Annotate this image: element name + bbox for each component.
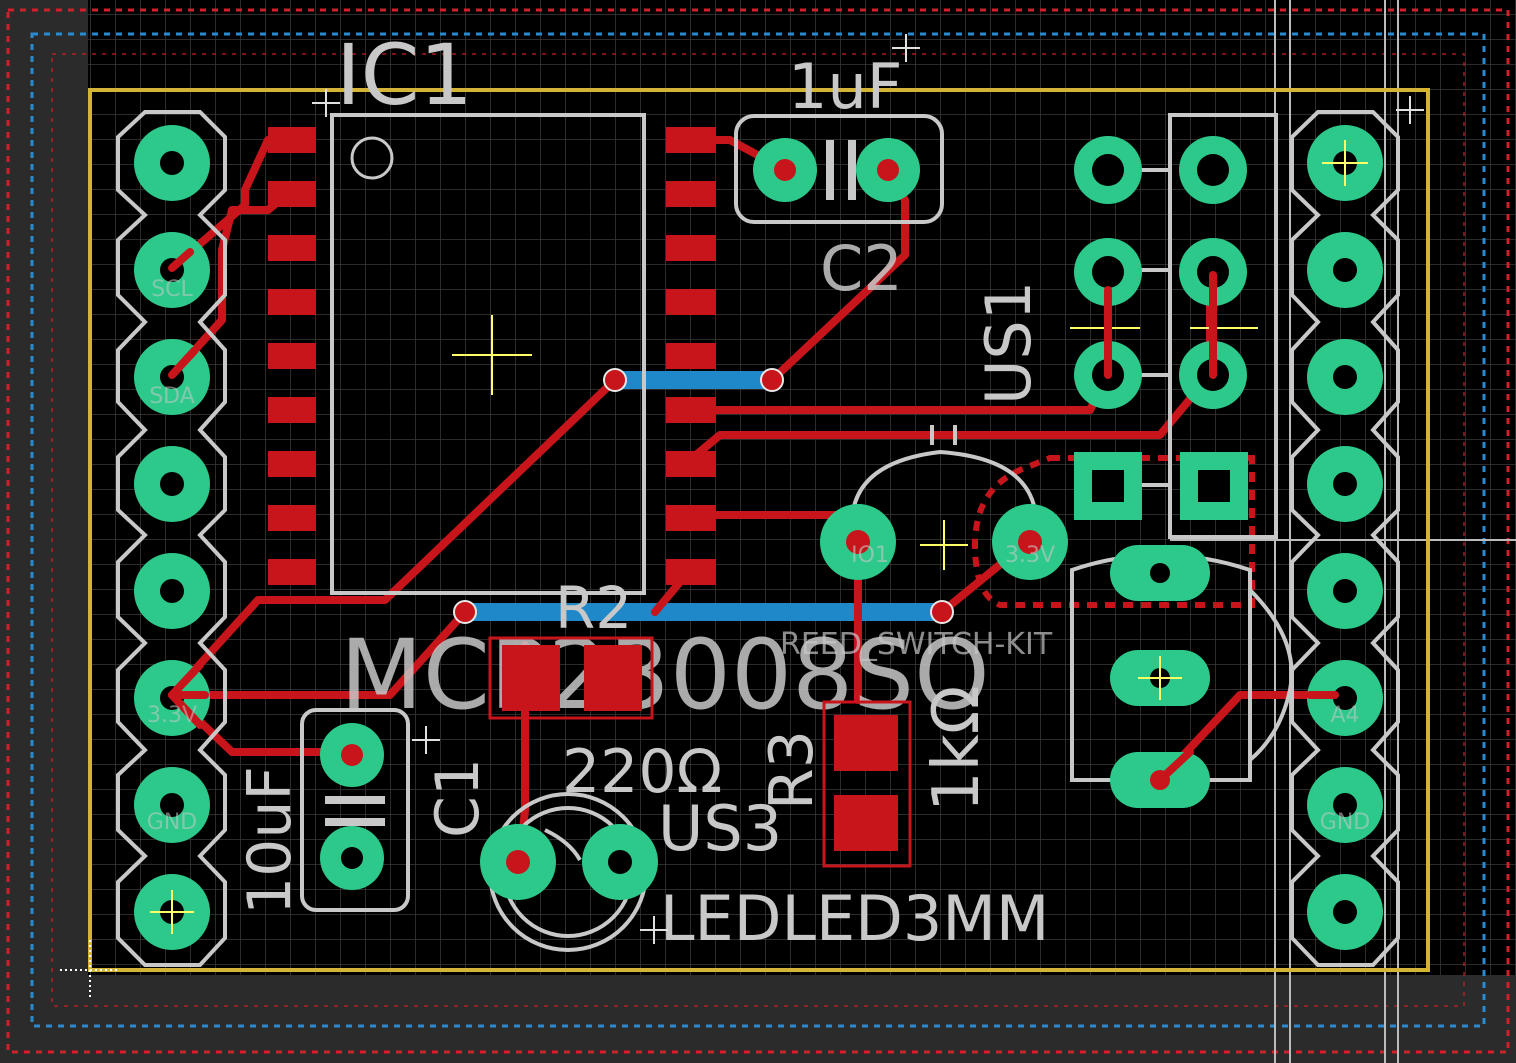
reed-origin-cross (920, 520, 968, 570)
c2-value-label: 1uF (788, 50, 902, 123)
right-header-outline (1290, 110, 1400, 967)
c2-name-label: C2 (820, 232, 903, 305)
ic1-value-label: MCP23008SO (340, 619, 990, 731)
c1-value-label: 10uF (235, 766, 305, 915)
keepout-red-inner (51, 53, 1465, 1007)
left-header-outline (116, 110, 227, 967)
header-pad[interactable] (134, 446, 210, 522)
header-pad[interactable] (1307, 767, 1383, 843)
bottom-traces[interactable] (465, 371, 942, 621)
keepout-red-outer (6, 8, 1510, 1054)
ic1-pads-right[interactable] (666, 127, 716, 585)
pad-label: 3.3V (147, 703, 197, 728)
pad-label-33v: 3.3V (1005, 543, 1055, 568)
us3-name-label: US3 (658, 792, 782, 865)
header-pad[interactable] (134, 767, 210, 843)
c2-pads[interactable] (753, 138, 920, 202)
header-pad[interactable] (134, 125, 210, 201)
r3-name-label: R3 (757, 730, 827, 810)
left-header-pad-labels: SCL SDA 3.3V GND (147, 277, 197, 835)
top-traces-overlay (168, 248, 1339, 784)
board-outline[interactable] (88, 88, 1430, 972)
header-pad[interactable] (134, 553, 210, 629)
header-pad[interactable] (1307, 339, 1383, 415)
ic1-pads-left[interactable] (268, 127, 316, 585)
c2-footprint[interactable] (734, 114, 944, 224)
header-pad[interactable] (1307, 232, 1383, 308)
pad-label: SDA (149, 384, 195, 409)
r3-footprint[interactable] (822, 700, 912, 868)
us1-pads[interactable] (1074, 136, 1248, 520)
c1-name-label: C1 (423, 758, 493, 838)
reed-switch-pads[interactable] (820, 504, 1068, 580)
us1-name-label: US1 (972, 281, 1045, 405)
crosshair-cursor (60, 940, 120, 1000)
pad-label: SCL (151, 277, 193, 302)
keepout-blue (30, 32, 1486, 1028)
left-header-pads[interactable] (134, 125, 210, 950)
ic1-name-label: IC1 (336, 26, 473, 124)
component-origin-marks (150, 140, 1368, 934)
header-pad[interactable] (1307, 446, 1383, 522)
r3-value-label: 1kΩ (920, 685, 994, 812)
led-pads[interactable] (480, 824, 658, 900)
header-pad[interactable] (1307, 874, 1383, 950)
reed-switch-footprint[interactable] (850, 425, 1037, 521)
reed-switch-value-label: REED_SWITCH-KIT (780, 627, 1053, 662)
pad-label: GND (147, 810, 197, 835)
reed-switch-keepout (971, 455, 1255, 608)
right-header-pads[interactable] (1307, 125, 1383, 950)
header-pad[interactable] (1307, 660, 1383, 736)
pad-label: A4 (1330, 703, 1359, 728)
ic1-footprint[interactable] (268, 113, 716, 595)
c1-pads[interactable] (320, 723, 384, 890)
c1-footprint[interactable] (300, 708, 410, 912)
header-pad[interactable] (1307, 553, 1383, 629)
us1-footprint[interactable] (1140, 113, 1278, 539)
pad-label-io1: IO1 (851, 543, 889, 568)
led-value-label: LEDLED3MM (660, 882, 1049, 955)
ic1-origin-cross (452, 315, 532, 395)
vias[interactable] (453, 368, 954, 624)
pad-label: GND (1320, 810, 1370, 835)
right-header-pad-labels: A4 GND (1320, 703, 1370, 835)
silk-origin-marks (312, 34, 1424, 944)
r2-name-label: R2 (555, 574, 632, 642)
r2-footprint[interactable] (488, 636, 654, 720)
